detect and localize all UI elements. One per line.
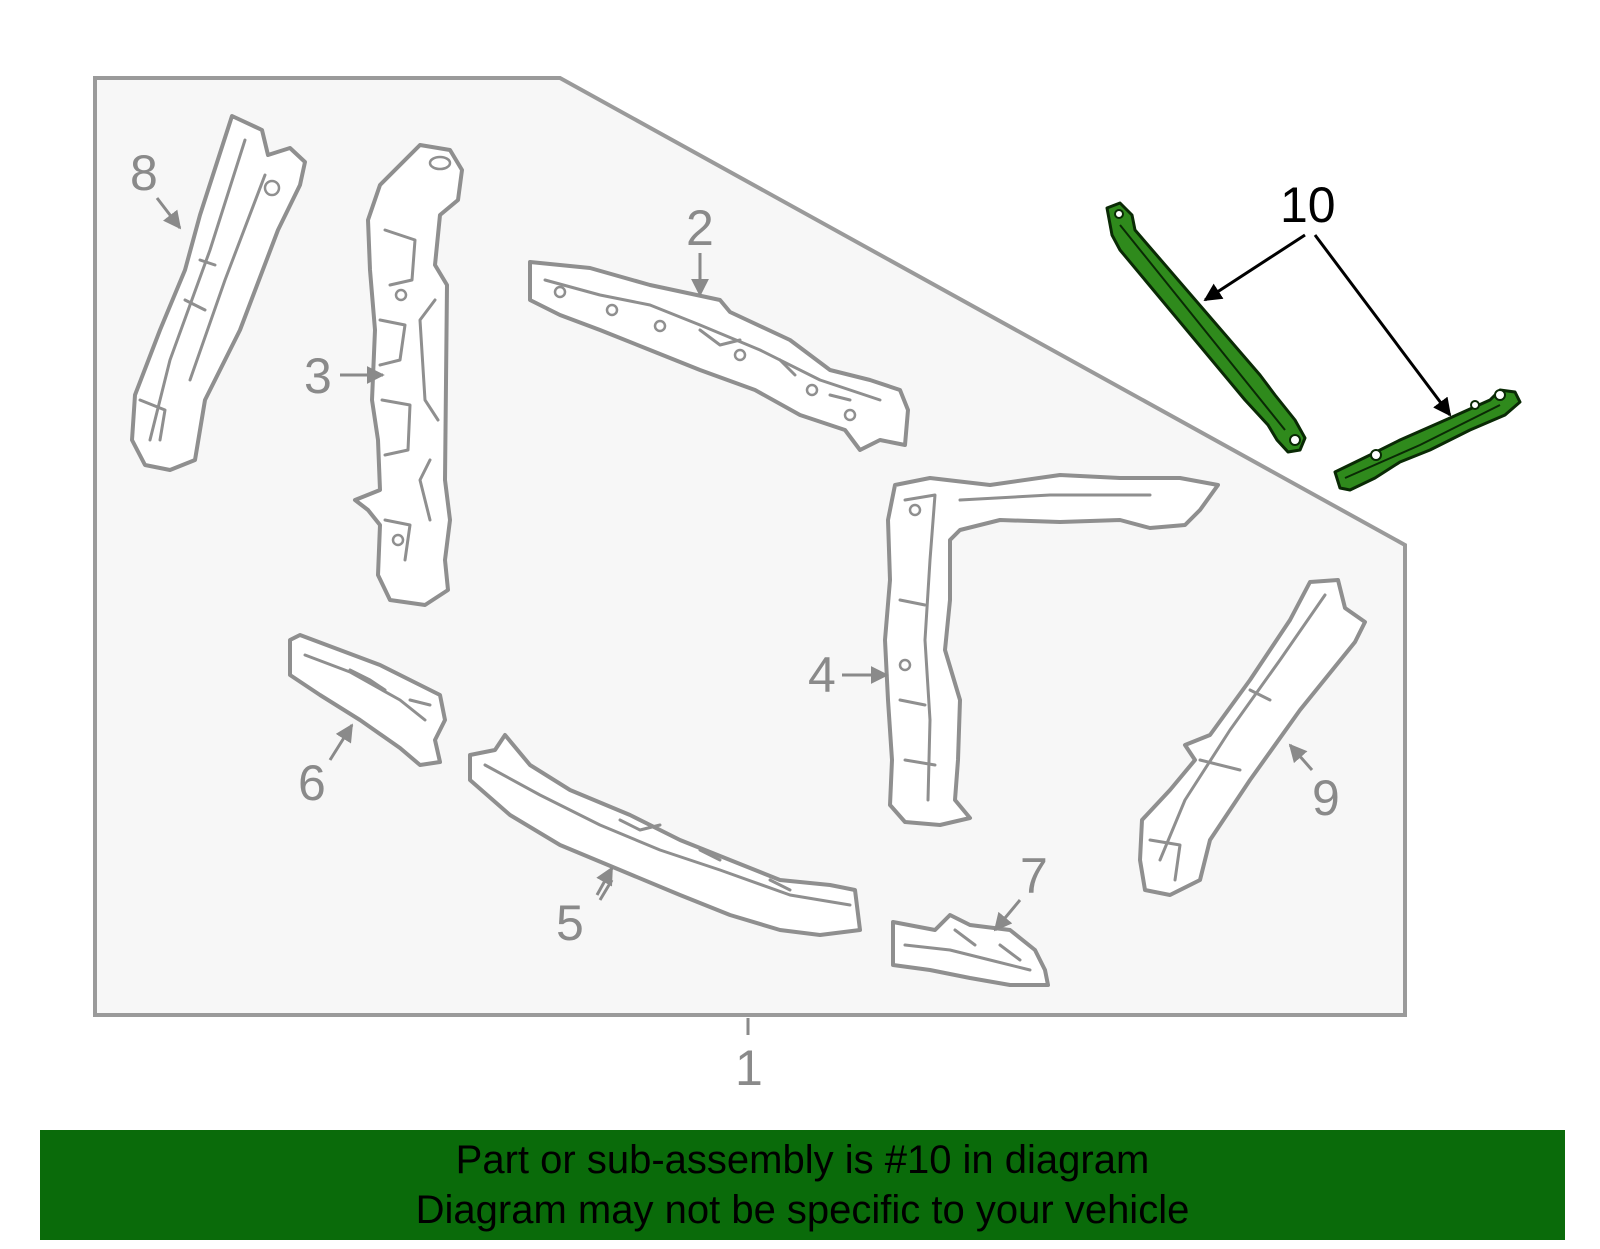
callout-5: 5 [556, 895, 584, 951]
part-10-brace-lower[interactable] [1333, 388, 1522, 492]
part-2-upper-bar[interactable] [528, 260, 910, 452]
part-8-support[interactable] [130, 114, 307, 472]
callout-6: 6 [298, 755, 326, 811]
callout-9: 9 [1312, 770, 1340, 826]
leader-lines [155, 197, 1452, 1035]
callout-8: 8 [130, 145, 158, 201]
part-5-lower-bar[interactable] [468, 733, 862, 937]
part-10-brace-upper[interactable] [1105, 201, 1307, 454]
banner-line-1: Part or sub-assembly is #10 in diagram [455, 1138, 1150, 1182]
banner-line-2: Diagram may not be specific to your vehi… [415, 1188, 1190, 1232]
part-4-l-upright[interactable] [883, 473, 1220, 827]
callout-7: 7 [1020, 848, 1048, 904]
callout-10: 10 [1280, 177, 1336, 233]
part-6-bracket[interactable] [288, 633, 447, 767]
parts-diagram: 1 2 3 4 5 6 7 8 9 10 [93, 76, 1522, 1096]
part-3-upright[interactable] [353, 143, 464, 607]
callout-1: 1 [735, 1040, 763, 1096]
info-banner: Part or sub-assembly is #10 in diagram D… [40, 1130, 1565, 1240]
part-7-bracket[interactable] [891, 913, 1050, 987]
callout-2: 2 [686, 200, 714, 256]
callout-4: 4 [808, 647, 836, 703]
part-9-support[interactable] [1138, 578, 1367, 897]
callout-3: 3 [304, 348, 332, 404]
